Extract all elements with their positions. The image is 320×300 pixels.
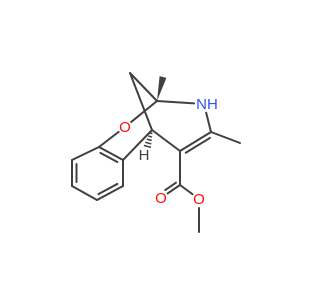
bond-inner xyxy=(97,182,119,196)
stereo-hash xyxy=(148,135,153,138)
stereo-hash xyxy=(145,141,152,145)
stereo-hash xyxy=(149,132,153,135)
ester-oxygen-label: O xyxy=(193,191,205,208)
ring-oxygen-label: O xyxy=(119,119,131,136)
bridge-bond xyxy=(129,72,153,131)
amine-bond xyxy=(205,111,212,133)
enamine-double-bond xyxy=(179,131,212,152)
methyl-bond xyxy=(210,131,241,144)
benzene-bond xyxy=(71,185,98,201)
amine-bond xyxy=(156,100,196,105)
nitrogen-label: NH xyxy=(196,96,218,113)
benzene-bond xyxy=(71,146,100,161)
stereo-hydrogen-label: H xyxy=(139,147,150,164)
benzene-bond xyxy=(98,146,124,161)
bond-inner xyxy=(99,151,119,164)
benzene-bond xyxy=(96,185,124,201)
bridgehead-bond xyxy=(122,129,153,161)
bridge-bond xyxy=(129,72,158,102)
stereo-hash xyxy=(143,144,152,149)
ring-bond xyxy=(151,129,181,152)
carbonyl-double-bond xyxy=(166,184,181,195)
carbonyl-double-bond-inner xyxy=(164,181,177,192)
aryl-ether-bond xyxy=(98,130,120,148)
stereo-wedge-methyl xyxy=(157,76,167,101)
bond-inner xyxy=(184,136,211,154)
carbonyl-oxygen-label: O xyxy=(155,190,167,207)
stereo-hash xyxy=(146,138,152,142)
ester-single-bond xyxy=(179,184,194,196)
